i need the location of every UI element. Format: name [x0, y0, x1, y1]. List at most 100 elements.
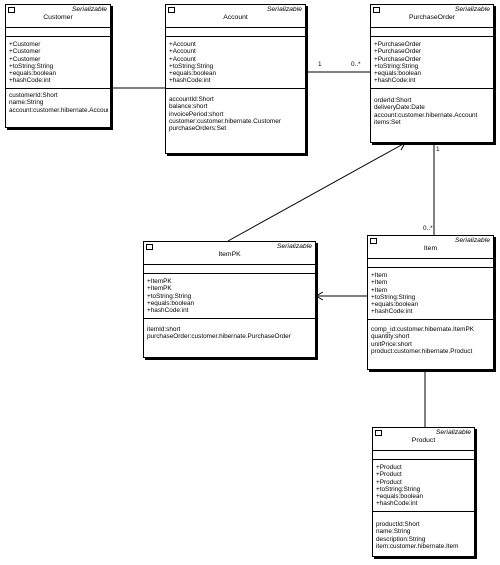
attributes-list: itemId:short purchaseOrder:customer.hibe… [147, 326, 313, 341]
operations-list: +Item +Item +Item +toString:String +equa… [371, 272, 491, 316]
class-account[interactable]: Serializable Account +Account +Account +… [165, 4, 306, 154]
operation: +toString:String [376, 485, 421, 493]
class-icon [146, 244, 153, 250]
association-itempk-purchaseorder [227, 142, 406, 242]
attribute: orderId:Short [374, 97, 412, 104]
operation: +ItemPK [147, 278, 172, 285]
item-to-itempk-arrowhead [314, 291, 324, 301]
operation: +equals:boolean [169, 70, 217, 78]
operation: +Item [371, 286, 388, 294]
attribute: deliveryDate:Date [374, 104, 425, 112]
operations-list: +Customer +Customer +Customer +toString:… [9, 41, 108, 85]
operation: +PurchaseOrder [374, 48, 422, 56]
attributes-list: accountId:Short balance:short invoicePer… [169, 96, 303, 132]
compartment-divider [6, 27, 110, 28]
operation: +toString:String [9, 62, 54, 70]
compartment-divider [368, 267, 493, 268]
operations-list: +PurchaseOrder +PurchaseOrder +PurchaseO… [374, 41, 491, 85]
compartment-divider [373, 450, 474, 451]
operation: +toString:String [371, 293, 416, 301]
operation: +Account [169, 55, 196, 63]
attribute: accountId:Short [169, 96, 214, 103]
operation: +toString:String [374, 62, 419, 70]
operation: +equals:boolean [371, 301, 419, 309]
multiplicity-orders: 0..* [351, 61, 361, 68]
class-purchaseorder[interactable]: Serializable PurchaseOrder +PurchaseOrde… [370, 4, 494, 143]
compartment-divider [166, 88, 305, 89]
operation: +Customer [9, 41, 41, 48]
class-item[interactable]: Serializable Item +Item +Item +Item +toS… [367, 235, 494, 370]
compartment-divider [368, 319, 493, 320]
attribute: item:customer.hibernate.Item [376, 542, 459, 550]
attribute: description:String [376, 535, 426, 543]
attribute: name:String [9, 99, 44, 107]
stereotype-label: Serializable [435, 429, 471, 436]
compartment-divider [166, 36, 305, 37]
stereotype-label: Serializable [454, 237, 490, 244]
attribute: customer:customer.hibernate.Customer [169, 117, 281, 125]
operation: +hashCode:int [9, 77, 51, 85]
operation: +Item [371, 272, 388, 279]
operation: +equals:boolean [147, 299, 195, 307]
class-icon [375, 430, 382, 436]
operation: +Product [376, 464, 402, 471]
operation: +Customer [9, 55, 41, 63]
operation: +Account [169, 48, 196, 56]
operation: +equals:boolean [374, 70, 422, 78]
compartment-divider [144, 318, 315, 319]
compartment-divider [6, 88, 110, 89]
operation: +hashCode:int [376, 500, 418, 508]
attribute: itemId:short [147, 326, 181, 333]
compartment-divider [371, 36, 493, 37]
compartment-divider [371, 88, 493, 89]
operation: +equals:boolean [376, 493, 424, 501]
stereotype-label: Serializable [266, 6, 302, 13]
attribute: name:String [376, 528, 411, 536]
class-customer[interactable]: Serializable Customer +Customer +Custome… [5, 4, 111, 128]
compartment-divider [166, 27, 305, 28]
attribute: productId:Short [376, 521, 420, 528]
class-name: Customer [43, 14, 73, 21]
class-name: Account [223, 14, 248, 21]
operation: +ItemPK [147, 285, 172, 293]
operations-list: +ItemPK +ItemPK +toString:String +equals… [147, 278, 313, 314]
stereotype-label: Serializable [276, 243, 312, 250]
class-product[interactable]: Serializable Product +Product +Product +… [372, 427, 475, 557]
compartment-divider [373, 511, 474, 512]
operations-list: +Product +Product +Product +toString:Str… [376, 464, 472, 508]
operations-list: +Account +Account +Account +toString:Str… [169, 41, 303, 85]
attribute: purchaseOrders:Set [169, 125, 227, 133]
attribute: customerId:Short [9, 92, 58, 99]
attributes-list: orderId:Short deliveryDate:Date account:… [374, 97, 491, 126]
operation: +hashCode:int [371, 308, 413, 316]
stereotype-label: Serializable [454, 6, 490, 13]
operation: +Product [376, 478, 402, 486]
compartment-divider [144, 273, 315, 274]
attribute: invoicePeriod:short [169, 110, 224, 118]
class-icon [373, 7, 380, 13]
class-icon [168, 7, 175, 13]
compartment-divider [6, 36, 110, 37]
compartment-divider [371, 27, 493, 28]
operation: +PurchaseOrder [374, 41, 422, 48]
compartment-divider [368, 258, 493, 259]
attribute: purchaseOrder:customer.hibernate.Purchas… [147, 333, 291, 341]
class-name: Product [411, 437, 436, 444]
attributes-list: productId:Short name:String description:… [376, 521, 472, 550]
operation: +hashCode:int [169, 77, 211, 85]
multiplicity-account: 1 [318, 61, 322, 68]
operation: +equals:boolean [9, 70, 57, 78]
class-icon [8, 7, 15, 13]
attribute: balance:short [169, 103, 208, 111]
attribute: account:customer.hibernate.Account [374, 111, 478, 119]
operation: +Item [371, 279, 388, 287]
attributes-list: customerId:Short name:String account:cus… [9, 92, 108, 114]
operation: +Account [169, 41, 196, 48]
operation: +PurchaseOrder [374, 55, 422, 63]
class-icon [370, 238, 377, 244]
class-name: PurchaseOrder [408, 14, 456, 21]
operation: +hashCode:int [147, 307, 189, 315]
class-itempk[interactable]: Serializable ItemPK +ItemPK +ItemPK +toS… [143, 241, 316, 358]
